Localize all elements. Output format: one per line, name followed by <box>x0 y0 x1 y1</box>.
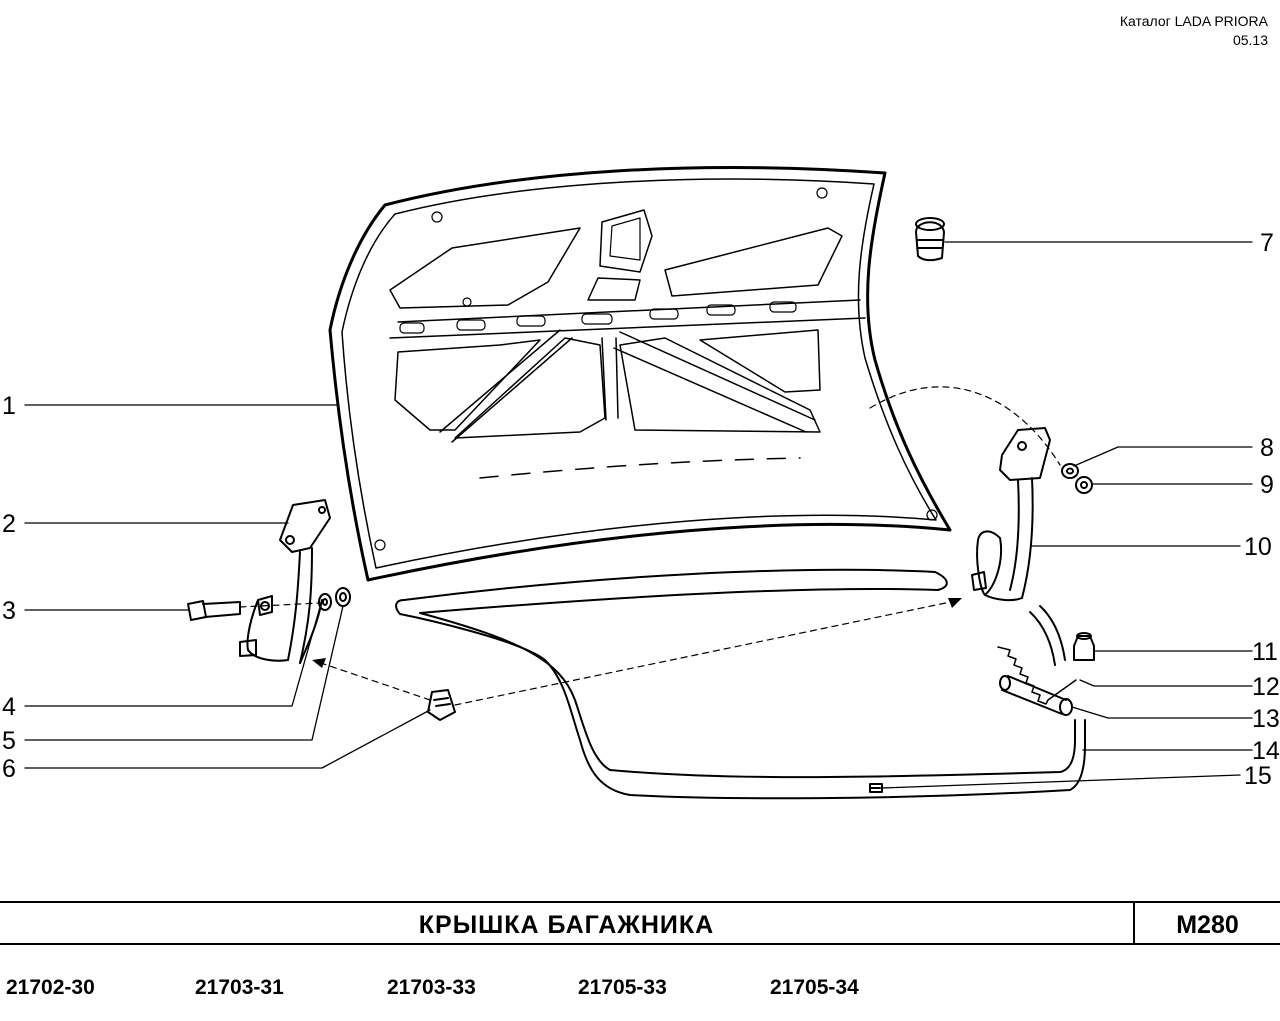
catalog-title: Каталог LADA PRIORA <box>1119 13 1268 29</box>
stop-bumper <box>1073 632 1095 661</box>
seal-clip <box>427 689 456 721</box>
page-title: КРЫШКА БАГАЖНИКА <box>418 911 715 939</box>
washer-left <box>318 593 332 611</box>
callout-9: 9 <box>1260 471 1274 499</box>
callout-numbers: 1 2 3 4 5 6 7 8 9 10 11 12 13 14 15 <box>2 229 1280 790</box>
title-divider <box>1133 903 1135 943</box>
assembly-lines <box>239 386 1061 706</box>
spring-tube <box>999 675 1073 716</box>
bolt <box>187 600 241 621</box>
model-item: 21705-33 <box>578 976 667 999</box>
rubber-bumper <box>915 217 945 262</box>
model-item: 21705-34 <box>770 976 859 999</box>
parts-diagram: 1 2 3 4 5 6 7 8 9 10 11 12 13 14 15 <box>2 166 1280 800</box>
callout-14: 14 <box>1252 737 1280 765</box>
section-code: M280 <box>1176 911 1239 939</box>
washer-right <box>1061 463 1079 479</box>
nut-left <box>335 587 351 607</box>
callout-8: 8 <box>1260 434 1274 462</box>
callout-12: 12 <box>1252 673 1280 701</box>
nut-right <box>1075 476 1093 494</box>
model-item: 21703-31 <box>195 976 284 999</box>
title-block: КРЫШКА БАГАЖНИКА M280 <box>0 901 1280 945</box>
torsion-spring <box>997 646 1077 705</box>
callout-15: 15 <box>1244 762 1272 790</box>
callout-3: 3 <box>2 597 16 625</box>
catalog-date: 05.13 <box>1232 32 1268 48</box>
arrow-head-left <box>312 658 326 668</box>
seal-rod <box>869 783 883 793</box>
arrow-head-right <box>948 598 962 608</box>
model-item: 21702-30 <box>6 976 95 999</box>
callout-2: 2 <box>2 510 16 538</box>
callout-7: 7 <box>1260 229 1274 257</box>
callout-13: 13 <box>1252 705 1280 733</box>
callout-6: 6 <box>2 755 16 783</box>
callout-5: 5 <box>2 727 16 755</box>
right-hinge <box>971 427 1051 602</box>
trunk-lid <box>328 166 952 582</box>
callout-10: 10 <box>1244 533 1272 561</box>
model-list: 21702-30 21703-31 21703-33 21705-33 2170… <box>0 976 1280 1006</box>
model-item: 21703-33 <box>387 976 476 999</box>
left-hinge <box>239 499 331 664</box>
callout-4: 4 <box>2 693 16 721</box>
weatherstrip-seal <box>395 568 1086 800</box>
callout-11: 11 <box>1252 638 1278 666</box>
callout-1: 1 <box>2 392 16 420</box>
catalog-header: Каталог LADA PRIORA 05.13 <box>1120 12 1268 50</box>
leader-lines <box>24 241 1253 789</box>
